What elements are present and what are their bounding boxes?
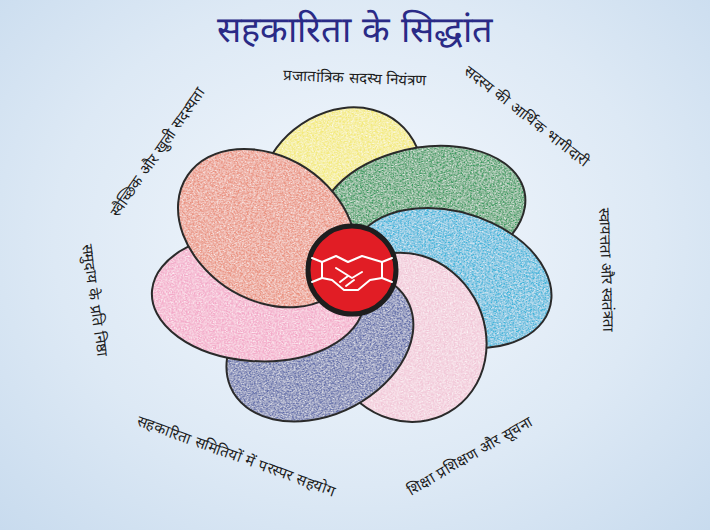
diagram-title: सहकारिता के सिद्धांत <box>0 8 710 51</box>
principle-label: प्रजातांत्रिक सदस्य नियंत्रण <box>283 67 427 90</box>
principle-label: स्वायत्तता और स्वतंत्रता <box>595 207 617 332</box>
principle-label: सहकारिता समितियों में परस्पर सहयोग <box>135 412 338 500</box>
petal-group <box>142 90 584 451</box>
center-emblem <box>308 226 396 314</box>
principle-label: समुदाय के प्रति निष्ठा <box>78 243 112 358</box>
principle-label: शिक्षा प्रशिक्षण और सूचना <box>404 413 535 499</box>
